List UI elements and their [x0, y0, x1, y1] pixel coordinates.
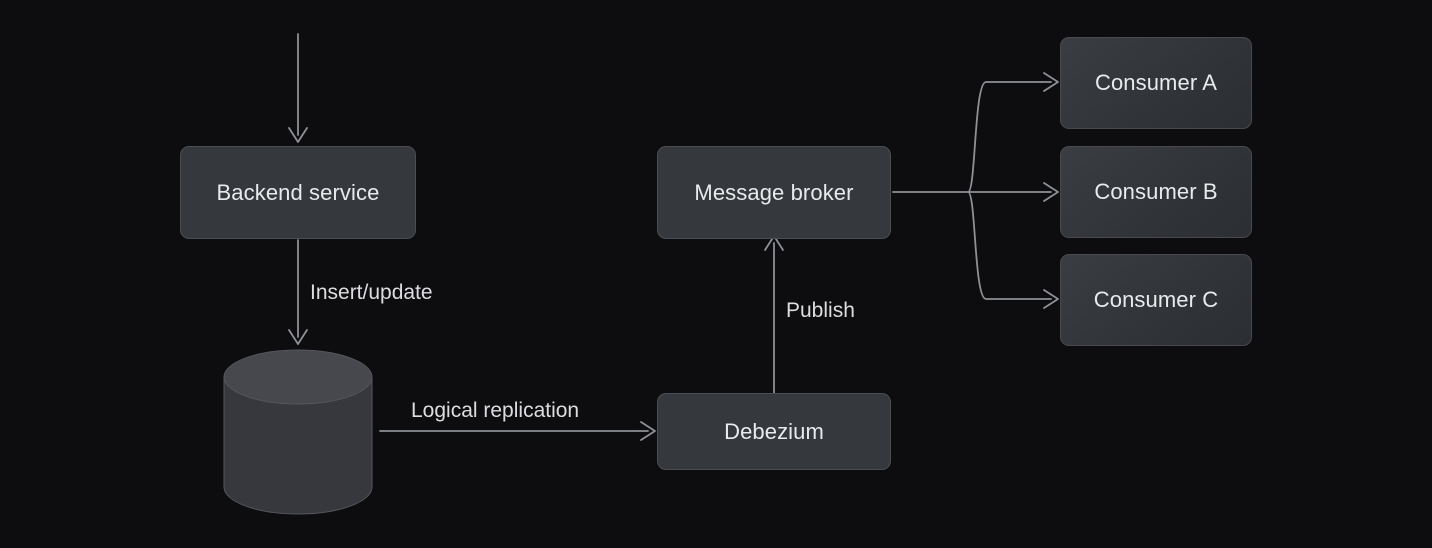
node-message-broker-label: Message broker [694, 179, 854, 205]
node-consumer-a[interactable]: Consumer A [1060, 37, 1252, 129]
connector-publish [764, 235, 784, 394]
node-debezium[interactable]: Debezium [657, 393, 891, 470]
connector-fanout-consumer-a [967, 72, 1059, 193]
connector-fanout-consumer-b [967, 182, 1059, 202]
edge-label-insert-update: Insert/update [310, 281, 433, 304]
connector-fanout-consumer-c [967, 191, 1059, 309]
connector-inbound [288, 33, 308, 143]
connector-logical-replication [379, 421, 656, 441]
node-consumer-b-label: Consumer B [1094, 179, 1218, 204]
node-backend-service[interactable]: Backend service [180, 146, 416, 239]
node-debezium-label: Debezium [724, 418, 824, 444]
node-consumer-a-label: Consumer A [1094, 70, 1218, 95]
edge-label-logical-replication: Logical replication [411, 399, 580, 422]
node-consumer-c-label: Consumer C [1093, 287, 1219, 312]
connector-insert-update [288, 239, 308, 345]
edge-label-publish: Publish [786, 299, 855, 322]
node-backend-service-label: Backend service [216, 179, 380, 205]
node-consumer-c[interactable]: Consumer C [1060, 254, 1252, 346]
node-message-broker[interactable]: Message broker [657, 146, 891, 239]
node-consumer-b[interactable]: Consumer B [1060, 146, 1252, 238]
database-cylinder-icon [223, 349, 373, 515]
